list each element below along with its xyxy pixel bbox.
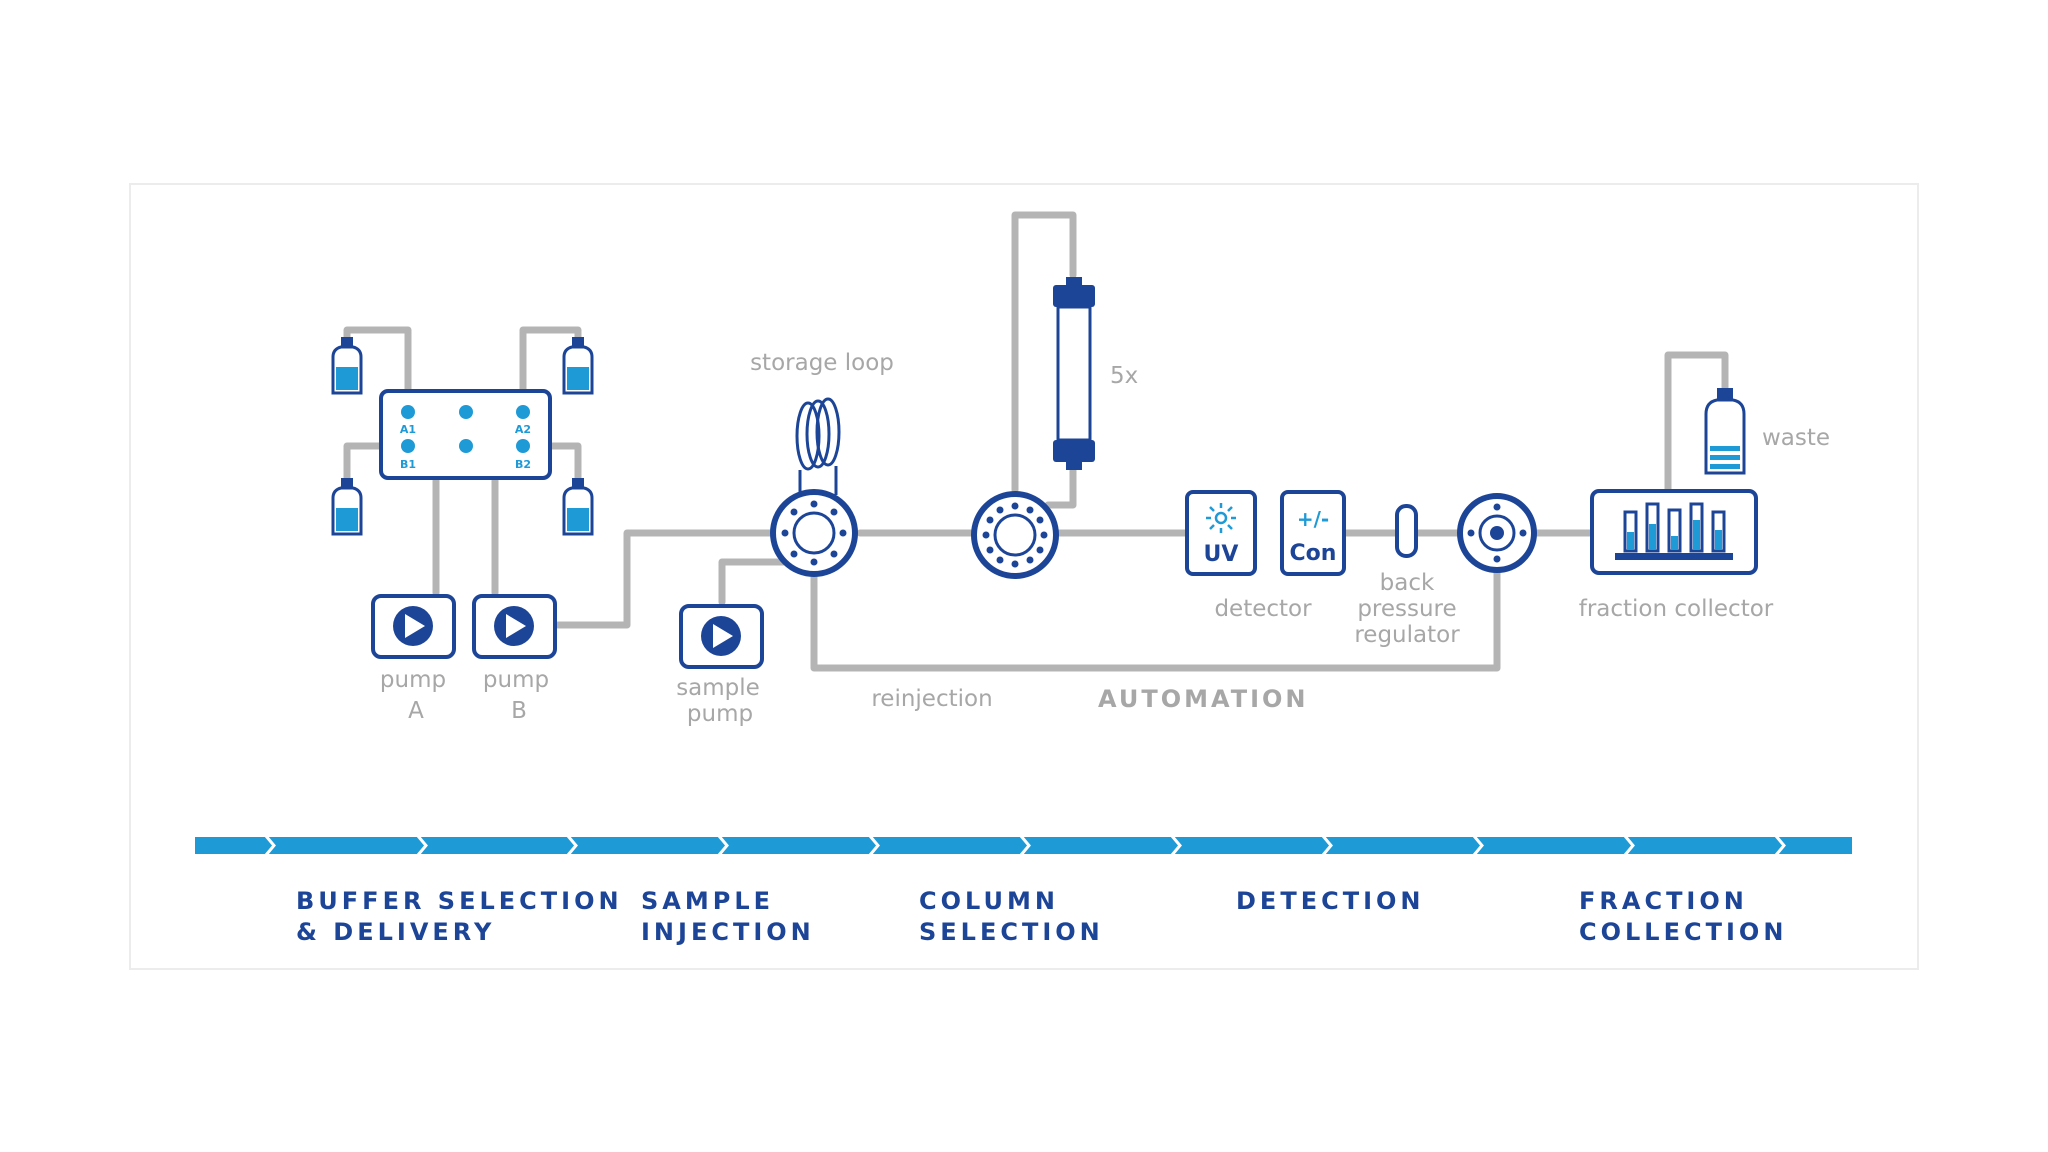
port-a1-label: A1: [400, 423, 416, 436]
con-label: Con: [1290, 541, 1337, 566]
workflow-progress-bar: [195, 835, 1852, 856]
workflow-stages: BUFFER SELECTION & DELIVERY SAMPLE INJEC…: [296, 887, 1787, 946]
conductivity-detector: +/- Con: [1280, 490, 1346, 576]
automation-label: AUTOMATION: [1098, 685, 1308, 713]
stage-2-line-1: SAMPLE: [641, 887, 774, 915]
port-b2-label: B2: [515, 458, 531, 471]
reinjection-label: reinjection: [871, 686, 992, 712]
waste-bottle-icon: [1704, 388, 1746, 475]
pump-b-label-2: B: [511, 698, 527, 724]
storage-loop-coil: [795, 397, 841, 495]
bpr-label-2: pressure: [1357, 596, 1456, 622]
tube-reinjection: [810, 566, 1501, 672]
play-circle-icon: [701, 616, 741, 656]
port-b1-label: B1: [400, 458, 416, 471]
outlet-valve: [1457, 493, 1537, 573]
bpr-label-1: back: [1380, 570, 1435, 596]
play-circle-icon: [494, 606, 534, 646]
rotary-valve-icon: [1457, 493, 1537, 573]
sun-burst-icon: [1206, 503, 1236, 533]
reagent-bottle-icon: [331, 478, 363, 536]
fraction-collector: [1590, 489, 1758, 575]
stage-2-line-2: INJECTION: [641, 918, 815, 946]
rotary-valve-icon: [971, 491, 1059, 579]
progress-bar-chevrons: [264, 835, 1786, 856]
column-multiplier-label: 5x: [1110, 363, 1138, 389]
sample-pump: [679, 604, 764, 669]
tube-column-loop-down: [1044, 464, 1077, 509]
back-pressure-regulator: [1395, 504, 1418, 558]
injection-valve: [770, 489, 858, 577]
con-symbol: +/-: [1297, 507, 1329, 531]
bpr-label-3: regulator: [1354, 622, 1460, 648]
stage-1-line-1: BUFFER SELECTION: [296, 887, 623, 915]
component-labels: storage loop 5x waste pump A pump B samp…: [380, 350, 1830, 727]
stage-5-line-1: FRACTION: [1579, 887, 1748, 915]
pump-a-label-2: A: [408, 698, 424, 724]
play-circle-icon: [393, 606, 433, 646]
sample-pump-label-1: sample: [676, 675, 760, 701]
storage-loop-label: storage loop: [750, 350, 894, 376]
pump-a: [371, 594, 456, 659]
uv-detector: UV: [1185, 490, 1257, 576]
stage-1-line-2: & DELIVERY: [296, 918, 495, 946]
detector-label: detector: [1214, 596, 1312, 622]
stage-5-line-2: COLLECTION: [1579, 918, 1787, 946]
uv-label: UV: [1204, 542, 1239, 567]
reagent-bottle-icon: [331, 337, 363, 395]
pump-b-label-1: pump: [483, 667, 549, 693]
stage-3-line-1: COLUMN: [919, 887, 1059, 915]
tube-sample-pump: [718, 558, 796, 606]
tube-waste: [1664, 351, 1729, 494]
tube-column-loop-up: [1011, 211, 1077, 494]
port-a2-label: A2: [515, 423, 531, 436]
buffer-selection-valve: A1 B1 A2 B2: [379, 389, 552, 480]
rotary-valve-icon: [770, 489, 858, 577]
stage-4-line-1: DETECTION: [1236, 887, 1424, 915]
pump-b: [472, 594, 557, 659]
sample-pump-label-2: pump: [687, 701, 753, 727]
column-selection-valve: [971, 491, 1059, 579]
tube-pump-to-injection: [554, 529, 784, 629]
fraction-collector-label: fraction collector: [1579, 596, 1774, 622]
pump-a-label-1: pump: [380, 667, 446, 693]
stage-3-line-2: SELECTION: [919, 918, 1104, 946]
reagent-bottle-icon: [562, 337, 594, 395]
reagent-bottle-icon: [562, 478, 594, 536]
waste-label: waste: [1762, 425, 1830, 451]
chromatography-column: [1053, 277, 1095, 470]
